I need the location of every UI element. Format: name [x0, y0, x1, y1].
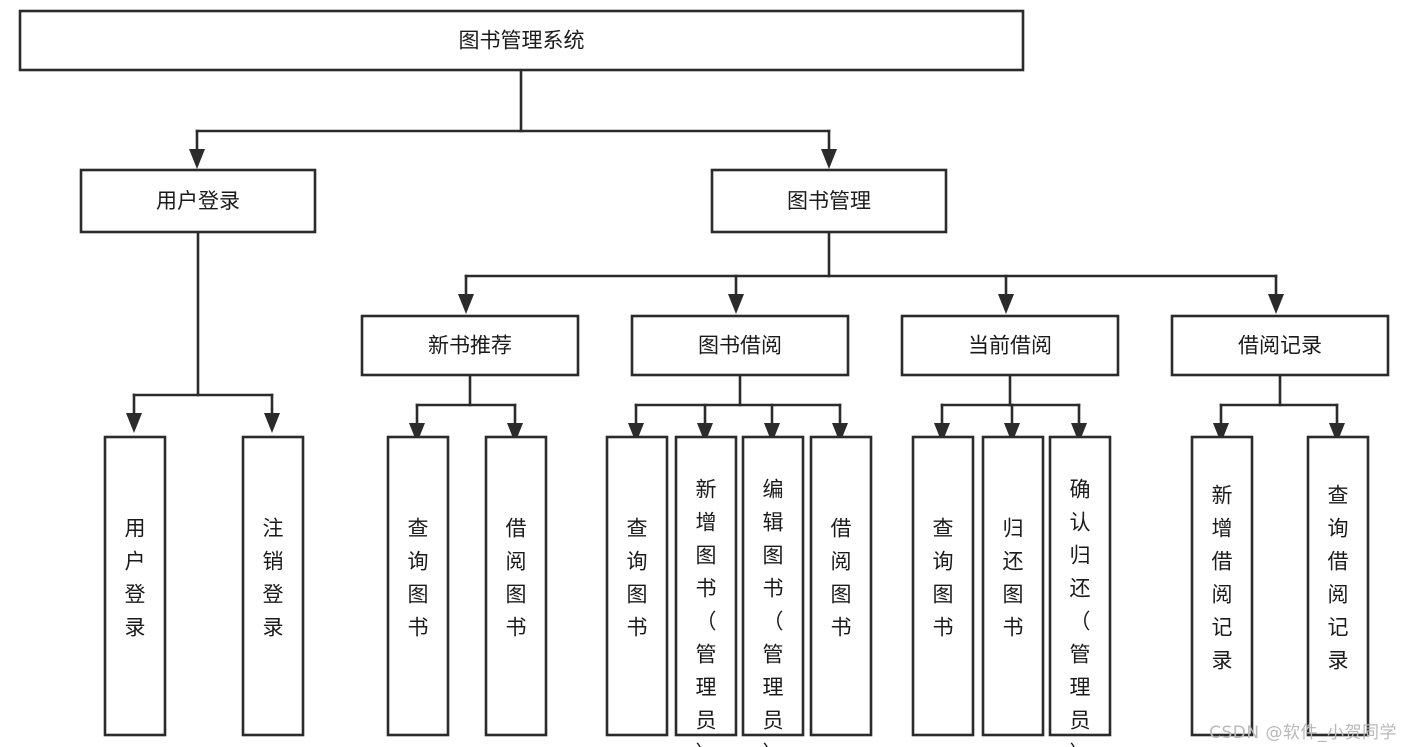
node-label-book-manage: 图书管理	[787, 189, 871, 213]
node-label-leaf-logout: 注销登录	[263, 517, 284, 640]
node-layer: 图书管理系统用户登录图书管理新书推荐图书借阅当前借阅借阅记录用户登录注销登录查询…	[18, 9, 1390, 747]
node-leaf-confirm-return[interactable]: 确认归还（管理员）	[1048, 435, 1112, 747]
node-label-new-book-recommend: 新书推荐	[428, 334, 512, 358]
node-leaf-query-book[interactable]: 查询图书	[605, 435, 669, 737]
node-box-leaf-edit-book	[741, 435, 805, 737]
connector-borrow-record	[1213, 373, 1345, 443]
node-label-root: 图书管理系统	[459, 29, 585, 53]
node-label-leaf-return-book: 归还图书	[1003, 517, 1024, 640]
node-leaf-return-book[interactable]: 归还图书	[981, 435, 1045, 737]
node-leaf-query-book-current[interactable]: 查询图书	[911, 435, 975, 737]
node-new-book-recommend[interactable]: 新书推荐	[360, 314, 580, 377]
node-box-leaf-query-book-current	[911, 435, 975, 737]
node-label-borrow-record: 借阅记录	[1238, 334, 1322, 358]
node-box-book-borrow	[630, 314, 850, 377]
node-box-leaf-query-book	[605, 435, 669, 737]
node-current-borrow[interactable]: 当前借阅	[900, 314, 1120, 377]
connector-root	[189, 68, 837, 169]
node-box-leaf-borrow-book	[809, 435, 873, 737]
node-box-borrow-record	[1170, 314, 1390, 377]
node-leaf-add-borrow-record[interactable]: 新增借阅记录	[1190, 435, 1254, 737]
node-label-leaf-add-borrow-record: 新增借阅记录	[1212, 484, 1233, 673]
node-label-leaf-borrow-book-recommend: 借阅图书	[506, 517, 527, 640]
node-label-user-login: 用户登录	[156, 189, 240, 213]
connector-new-book-recommend	[409, 373, 523, 443]
node-box-leaf-query-borrow-record	[1306, 435, 1370, 737]
node-leaf-user-login[interactable]: 用户登录	[103, 435, 167, 737]
node-label-leaf-query-borrow-record: 查询借阅记录	[1328, 484, 1349, 673]
node-box-leaf-add-borrow-record	[1190, 435, 1254, 737]
connector-book-manage	[458, 230, 1284, 314]
node-box-leaf-return-book	[981, 435, 1045, 737]
node-box-new-book-recommend	[360, 314, 580, 377]
node-label-leaf-query-book: 查询图书	[627, 517, 648, 640]
node-label-leaf-query-book-current: 查询图书	[933, 517, 954, 640]
node-label-leaf-confirm-return: 确认归还（管理员）	[1070, 478, 1091, 747]
connector-current-borrow	[934, 373, 1087, 443]
node-borrow-record[interactable]: 借阅记录	[1170, 314, 1390, 377]
node-box-leaf-logout	[241, 435, 305, 737]
connector-book-borrow	[628, 373, 848, 443]
node-leaf-query-borrow-record[interactable]: 查询借阅记录	[1306, 435, 1370, 737]
node-leaf-borrow-book[interactable]: 借阅图书	[809, 435, 873, 737]
node-label-leaf-user-login: 用户登录	[125, 517, 146, 640]
node-box-leaf-add-book	[674, 435, 738, 737]
node-box-current-borrow	[900, 314, 1120, 377]
node-box-root	[18, 9, 1025, 72]
node-box-user-login	[79, 168, 317, 234]
node-box-book-manage	[710, 168, 948, 234]
node-book-borrow[interactable]: 图书借阅	[630, 314, 850, 377]
node-box-leaf-borrow-book-recommend	[484, 435, 548, 737]
node-leaf-add-book[interactable]: 新增图书（管理员）	[674, 435, 738, 747]
node-box-leaf-confirm-return	[1048, 435, 1112, 737]
node-label-leaf-edit-book: 编辑图书（管理员）	[763, 478, 784, 747]
node-book-manage[interactable]: 图书管理	[710, 168, 948, 234]
node-leaf-logout[interactable]: 注销登录	[241, 435, 305, 737]
node-leaf-query-book-recommend[interactable]: 查询图书	[386, 435, 450, 737]
node-box-leaf-query-book-recommend	[386, 435, 450, 737]
node-label-book-borrow: 图书借阅	[698, 334, 782, 358]
node-label-leaf-add-book: 新增图书（管理员）	[696, 478, 717, 747]
node-label-current-borrow: 当前借阅	[968, 334, 1052, 358]
node-box-leaf-user-login	[103, 435, 167, 737]
node-leaf-borrow-book-recommend[interactable]: 借阅图书	[484, 435, 548, 737]
node-label-leaf-borrow-book: 借阅图书	[831, 517, 852, 640]
node-root[interactable]: 图书管理系统	[18, 9, 1025, 72]
node-user-login[interactable]: 用户登录	[79, 168, 317, 234]
connector-user-login	[126, 230, 280, 433]
node-label-leaf-query-book-recommend: 查询图书	[408, 517, 429, 640]
connector-layer	[126, 68, 1345, 443]
node-leaf-edit-book[interactable]: 编辑图书（管理员）	[741, 435, 805, 747]
